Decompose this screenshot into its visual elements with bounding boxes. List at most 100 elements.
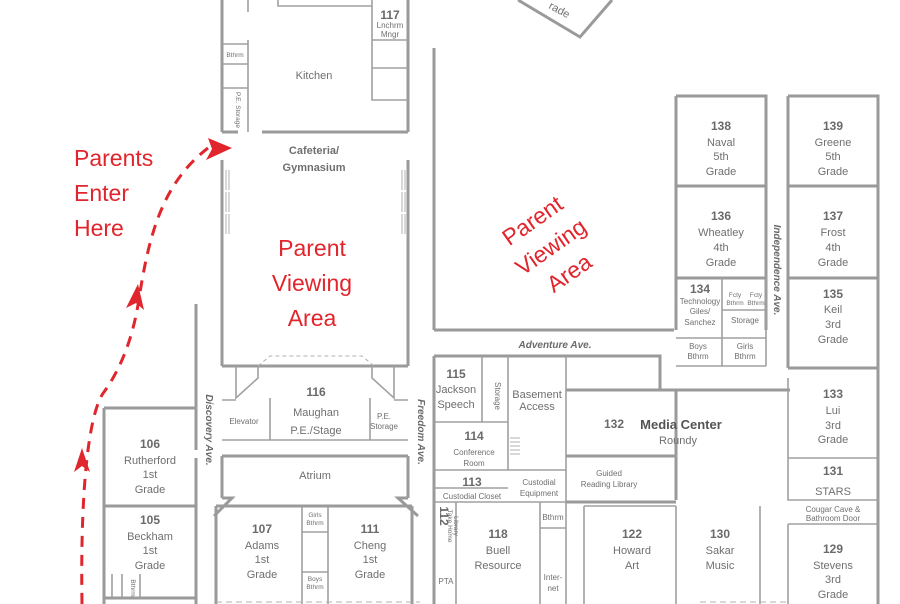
room-118-label1: Buell — [486, 545, 510, 557]
room-118-number: 118 — [488, 527, 508, 541]
room-107-label1: Adams — [245, 540, 280, 552]
street-freedom-ave: Freedom Ave. — [415, 399, 426, 465]
basement-label2: Access — [519, 401, 555, 413]
room-107-label3: Grade — [247, 569, 278, 581]
girls-bthrm-small-2: Bthrm — [306, 520, 323, 527]
room-114-label1: Conference — [453, 448, 495, 457]
room-111-label3: Grade — [355, 569, 386, 581]
boys-bthrm-small-1: Boys — [308, 576, 323, 583]
room-116-label2: P.E./Stage — [290, 425, 341, 437]
room-115-label1: Jackson — [436, 384, 476, 396]
room-135-label2: 3rd — [825, 319, 841, 331]
room-112-label1: Take Home — [446, 510, 453, 543]
room-131-label1: STARS — [815, 486, 851, 498]
pe-storage2-line1: P.E. — [377, 412, 391, 421]
room-137-number: 137 — [823, 209, 843, 223]
girls-bthrm-small-1: Girls — [308, 512, 322, 519]
pta-label: PTA — [439, 577, 455, 586]
room-130-number: 130 — [710, 527, 730, 541]
route-arrow-up-icon — [126, 284, 144, 310]
media-center-roundy: Roundy — [659, 435, 697, 447]
room-136-label3: Grade — [706, 257, 737, 269]
room-117-number: 117 — [380, 8, 400, 22]
route-arrow-right-icon — [206, 138, 232, 160]
bthrm-118-label: Bthrm — [542, 513, 564, 522]
viewing-left-line2: Viewing — [272, 270, 352, 296]
route-arrow-up-icon — [74, 448, 90, 472]
room-131-number: 131 — [823, 464, 843, 478]
room-139-label2: 5th — [825, 151, 840, 163]
fcty2-line1: Fcty — [750, 292, 763, 299]
room-139-label3: Grade — [818, 166, 849, 178]
parents-enter-line3: Here — [74, 215, 124, 241]
guided-reading-2: Reading Library — [581, 480, 637, 489]
room-134-label3: Sanchez — [684, 318, 715, 327]
room-135-number: 135 — [823, 287, 843, 301]
room-129-label2: 3rd — [825, 574, 841, 586]
room-105-label1: Beckham — [127, 531, 173, 543]
room-117-label2: Mngr — [381, 30, 400, 39]
atrium-label: Atrium — [299, 470, 331, 482]
room-137-label3: Grade — [818, 257, 849, 269]
fcty2-line2: Bthrm — [747, 300, 764, 307]
room-129-number: 129 — [823, 542, 843, 556]
room-122-label1: Howard — [613, 545, 651, 557]
room-130-label1: Sakar — [706, 545, 735, 557]
room-133-label3: Grade — [818, 434, 849, 446]
room-115-number: 115 — [446, 367, 466, 381]
room-134-label1: Technology — [680, 297, 720, 306]
building-walls — [102, 0, 880, 604]
custodial-equip-1: Custodial — [522, 478, 556, 487]
custodial-equip-2: Equipment — [520, 489, 559, 498]
room-138-label1: Naval — [707, 137, 735, 149]
room-105-label3: Grade — [135, 560, 166, 572]
room-106-label1: Rutherford — [124, 455, 176, 467]
room-130-label2: Music — [706, 560, 735, 572]
room-134-label2: Giles/ — [690, 307, 711, 316]
room-106-label2: 1st — [143, 469, 158, 481]
storage-label: Storage — [493, 382, 502, 411]
cougar-cave-line2: Bathroom Door — [806, 514, 861, 523]
parents-enter-line2: Enter — [74, 180, 129, 206]
room-113-number: 113 — [462, 475, 482, 489]
room-107-number: 107 — [252, 522, 272, 536]
viewing-left-line1: Parent — [278, 235, 346, 261]
guided-reading-1: Guided — [596, 469, 622, 478]
room-134-number: 134 — [690, 282, 710, 296]
cafeteria-label1: Cafeteria/ — [289, 145, 339, 157]
room-117-label1: Lnchrm — [377, 21, 404, 30]
room-136-number: 136 — [711, 209, 731, 223]
room-138-number: 138 — [711, 119, 731, 133]
room-133-label1: Lui — [826, 405, 841, 417]
room-114-number: 114 — [464, 429, 484, 443]
boys-bthrm-line1: Boys — [689, 342, 707, 351]
room-118-label2: Resource — [474, 560, 521, 572]
room-137-label2: 4th — [825, 242, 840, 254]
kitchen-label: Kitchen — [296, 70, 333, 82]
room-129-label1: Stevens — [813, 560, 853, 572]
fcty1-line2: Bthrm — [726, 300, 743, 307]
room-107-label2: 1st — [255, 554, 270, 566]
street-adventure-ave: Adventure Ave. — [518, 340, 592, 351]
storage-134-label: Storage — [731, 316, 760, 325]
pe-storage2-line2: Storage — [370, 422, 399, 431]
street-discovery-ave: Discovery Ave. — [203, 394, 214, 465]
room-129-label3: Grade — [818, 589, 849, 601]
boys-bthrm-small-2: Bthrm — [306, 584, 323, 591]
street-independence-ave: Independence Ave. — [771, 225, 782, 316]
room-116-label1: Maughan — [293, 407, 339, 419]
room-133-number: 133 — [823, 387, 843, 401]
cafeteria-label2: Gymnasium — [283, 162, 346, 174]
internet-label1: Inter- — [544, 573, 563, 582]
room-105-number: 105 — [140, 513, 160, 527]
girls-bthrm-line1: Girls — [737, 342, 753, 351]
room-105-label2: 1st — [143, 545, 158, 557]
room-106-number: 106 — [140, 437, 160, 451]
fcty1-line1: Fcty — [729, 292, 742, 299]
room-136-label1: Wheatley — [698, 227, 744, 239]
bthrm-105-label: Bthrm — [129, 579, 136, 596]
room-122-label2: Art — [625, 560, 639, 572]
room-139-number: 139 — [823, 119, 843, 133]
room-138-label2: 5th — [713, 151, 728, 163]
